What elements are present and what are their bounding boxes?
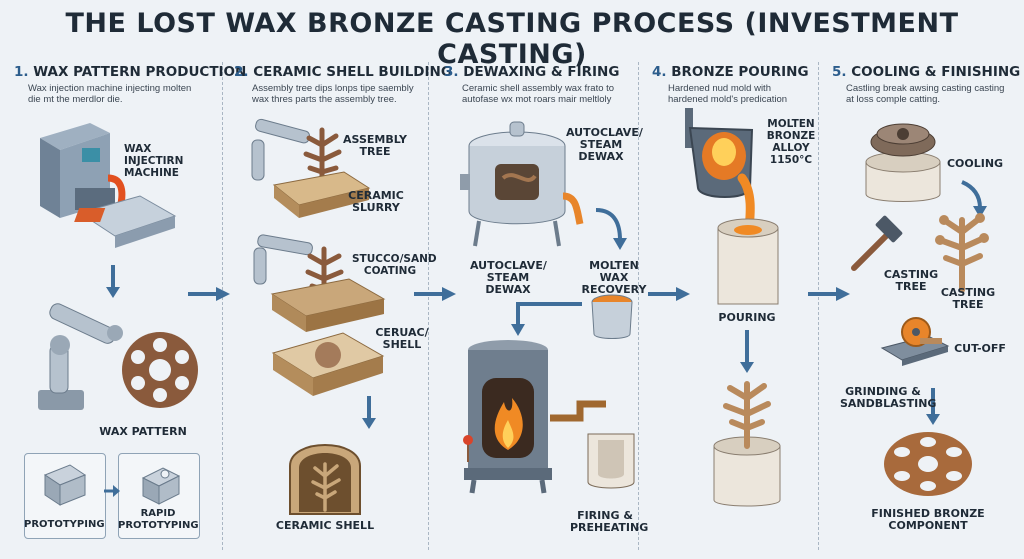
column-divider (638, 62, 639, 550)
stage-2-title: 2. CERAMIC SHELL BUILDING (234, 64, 452, 80)
stage-1-description: Wax injection machine injecting molten d… (28, 83, 192, 105)
flow-arrow (188, 287, 230, 301)
cut-off-saw-illustration (880, 317, 950, 366)
prototyping-label: PROTOTYPING (24, 519, 105, 530)
stage-3-title: 3. DEWAXING & FIRING (444, 64, 620, 80)
stage-5-title: 5. COOLING & FINISHING (832, 64, 1021, 80)
stage-3-description: Ceramic shell assembly wax frato to auto… (462, 83, 615, 105)
autoclave-illustration (460, 121, 584, 247)
molten-bronze-alloy-label: MOLTEN BRONZE ALLOY 1150°C (766, 118, 816, 166)
stage-1-title: 1. WAX PATTERN PRODUCTION (14, 64, 247, 80)
robot-arm-wax-pattern-illustration (38, 303, 198, 410)
cut-off-label: CUT-OFF (954, 342, 1006, 355)
right-arrow (104, 485, 120, 497)
flow-arrow (648, 287, 690, 301)
hammer-icon (851, 215, 903, 271)
wax-pattern-label: WAX PATTERN (99, 425, 187, 438)
autoclave-top-label: AUTOCLAVE/ STEAM DEWAX (566, 126, 643, 163)
stage-5-description: Castling break awsing casting casting at… (846, 83, 1005, 105)
stucco-coating-label: STUCCO/SAND COATING (352, 253, 437, 277)
ceramic-shell-label: CERAMIC SHELL (275, 519, 375, 532)
assembly-tree-dipping-illustration (251, 118, 371, 218)
down-arrow (106, 265, 120, 298)
page-title: THE LOST WAX BRONZE CASTING PROCESS (INV… (65, 8, 959, 70)
ceramic-shell-mid-label: CERUAC/ SHELL (375, 326, 429, 351)
column-divider (222, 62, 223, 550)
stucco-coating-illustration (253, 234, 386, 332)
bent-arrow (511, 302, 582, 336)
assembly-tree-label: ASSEMBLY TREE (343, 133, 407, 158)
grinding-sandblasting-label: GRINDING & SANDBLASTING (840, 385, 937, 410)
wax-injection-machine-illustration (40, 123, 177, 248)
down-arrow (740, 330, 754, 373)
column-divider (818, 62, 819, 550)
flow-arrow (414, 287, 456, 301)
firing-preheating-label: FIRING & PREHEATING (570, 509, 649, 534)
casting-tree-illustration (935, 213, 989, 293)
ceramic-shell-illustration (289, 444, 361, 515)
casting-tree-left-label: CASTING TREE (883, 268, 939, 293)
autoclave-mid-label: AUTOCLAVE/ STEAM DEWAX (470, 259, 547, 296)
firing-duct-illustration (550, 400, 606, 422)
preheated-mold-illustration (587, 433, 635, 489)
prototype-part-icon (43, 464, 87, 506)
bronze-tree-mold-illustration (713, 381, 781, 507)
finished-bronze-component-illustration (884, 432, 972, 496)
down-arrow (362, 396, 376, 429)
stage-2-description: Assembly tree dips lonps tipe saembly wa… (252, 83, 414, 105)
ceramic-slurry-label: CERAMIC SLURRY (348, 189, 404, 214)
curved-arrow (961, 180, 987, 218)
cooling-label: COOLING (946, 157, 1004, 170)
gauge-icon (463, 435, 473, 462)
rapid-prototyping-label: RAPID PROTOTYPING (118, 508, 199, 531)
finished-bronze-component-label: FINISHED BRONZE COMPONENT (871, 507, 985, 532)
firing-furnace-illustration (464, 340, 552, 494)
cooling-mold-illustration (865, 123, 941, 202)
curved-arrow (595, 208, 627, 250)
down-arrow (926, 388, 940, 425)
wax-recovery-pot-illustration (591, 294, 633, 339)
flow-arrow (808, 287, 850, 301)
stage-4-description: Hardened nud mold with hardened mold's p… (668, 83, 788, 105)
ceramic-shell-tray-illustration (271, 332, 385, 396)
stage-4-title: 4. BRONZE POURING (652, 64, 809, 80)
molten-wax-recovery-label: MOLTEN WAX RECOVERY (581, 259, 647, 296)
rapid-prototype-part-icon (141, 467, 181, 505)
pouring-label: POURING (718, 311, 776, 324)
column-divider (428, 62, 429, 550)
crucible-pouring-illustration (685, 108, 779, 305)
wax-injection-machine-label: WAX INJECTIRN MACHINE (124, 143, 184, 179)
casting-tree-right-label: CASTING TREE (940, 286, 996, 311)
